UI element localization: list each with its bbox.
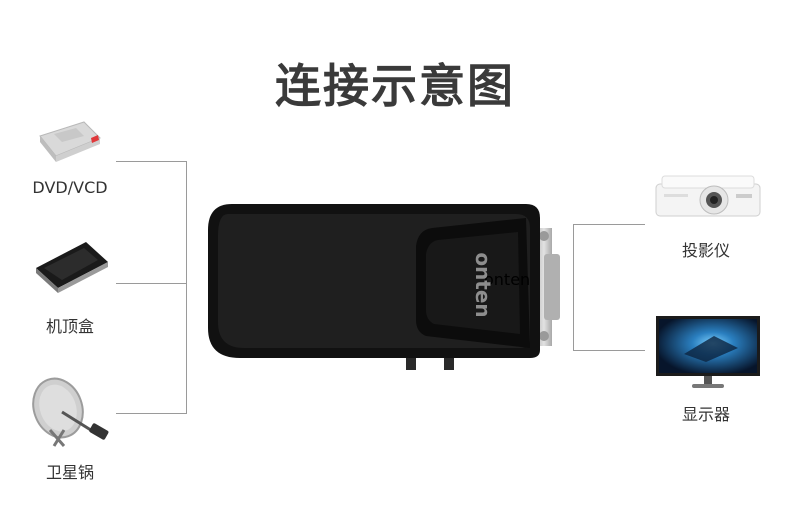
- projector-icon: [652, 172, 764, 220]
- source-label-settopbox: 机顶盒: [45, 317, 94, 336]
- satellite-dish-icon: [28, 374, 112, 448]
- destination-line-projector: [573, 224, 645, 225]
- source-line-dvd: [116, 161, 187, 162]
- destination-label-monitor: 显示器: [681, 405, 730, 424]
- source-line-settopbox: [116, 283, 187, 284]
- monitor-icon: [654, 314, 762, 390]
- dvd-drive-icon: [36, 116, 102, 166]
- destination-line-monitor: [573, 350, 645, 351]
- source-line-satellite: [116, 413, 187, 414]
- source-label-dvd: DVD/VCD: [32, 178, 108, 197]
- source-bus-line: [186, 161, 187, 414]
- destination-bus-line: [573, 224, 574, 351]
- set-top-box-icon: [32, 238, 110, 294]
- converter-device: [204, 200, 564, 372]
- brand-logo-text: onten: [471, 252, 495, 318]
- destination-label-projector: 投影仪: [681, 241, 730, 260]
- page-title: 连接示意图: [275, 59, 515, 113]
- source-label-satellite: 卫星锅: [45, 463, 94, 482]
